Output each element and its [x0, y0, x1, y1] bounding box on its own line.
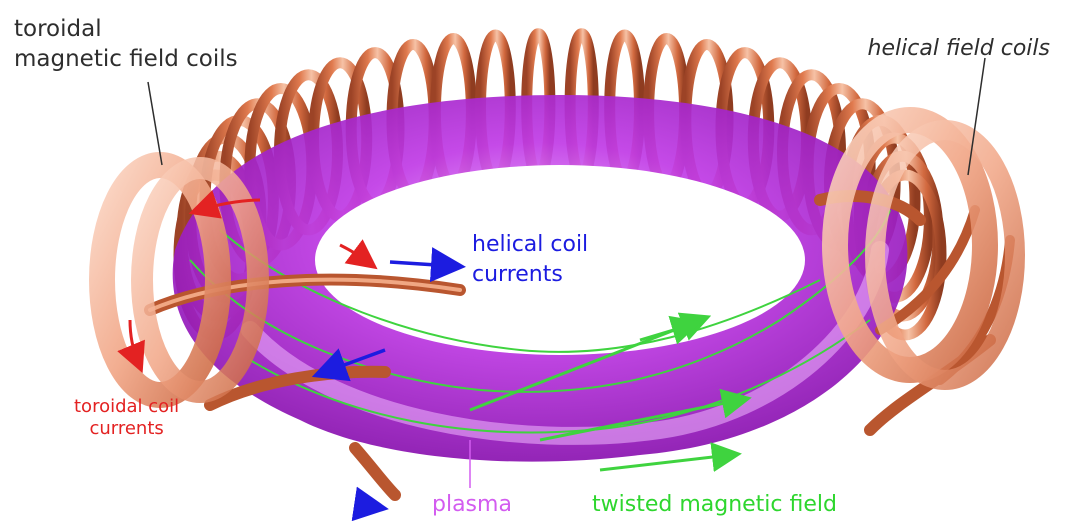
toroidal-coils-label: toroidal magnetic field coils: [14, 14, 238, 74]
helical-currents-label-line2: currents: [472, 260, 588, 290]
twisted-field-label: twisted magnetic field: [592, 492, 837, 518]
plasma-label: plasma: [432, 492, 512, 518]
toroidal-coils-label-line2: magnetic field coils: [14, 44, 238, 74]
helical-current-arrow: [355, 504, 375, 507]
toroidal-currents-label: toroidal coil currents: [74, 396, 179, 440]
toroidal-currents-label-line1: toroidal coil: [74, 396, 179, 418]
helical-coil: [355, 448, 395, 495]
helical-currents-label-line1: helical coil: [472, 230, 588, 260]
toroidal-coils-label-line1: toroidal: [14, 14, 238, 44]
helical-currents-label: helical coil currents: [472, 230, 588, 290]
toroidal-currents-label-line2: currents: [74, 418, 179, 440]
helical-coils-label: helical field coils: [868, 36, 1050, 62]
